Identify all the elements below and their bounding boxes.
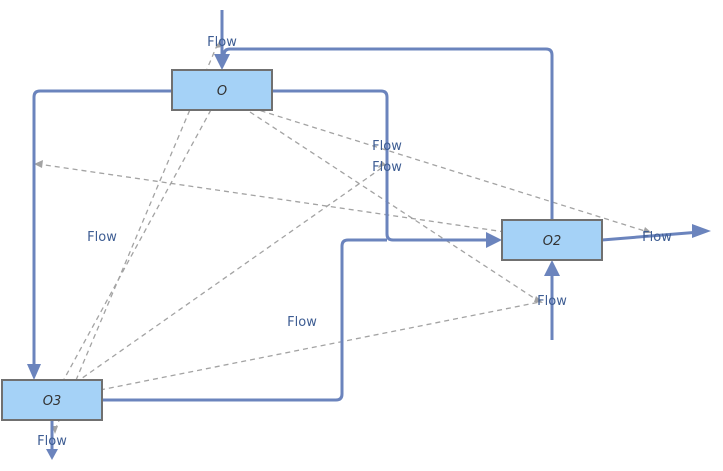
edge-o-to-o3 [32,89,172,370]
dashed-line-o-to-o2-inflow [249,111,541,303]
arrowhead-top-inflow [214,54,230,70]
node-o[interactable]: O [171,69,273,111]
arrowhead-o-to-o3 [27,364,41,380]
dashed-line-o3-to-o2-inflow [99,301,541,391]
dashed-arrowhead-o2-inflow [534,296,543,303]
node-o-label: O [217,84,227,99]
flow-label-upper-dashed-a: Flow [372,139,402,154]
dashed-connectors [34,39,652,434]
flow-label-left: Flow [87,230,117,245]
flow-label-o2-inflow: Flow [537,294,567,309]
edge-o2-outflow [601,230,701,242]
node-o3-label: O3 [43,394,62,409]
flow-label-middle: Flow [287,315,317,330]
arrowhead-o-to-o2 [486,232,502,248]
node-o2-label: O2 [543,234,562,249]
node-o3[interactable]: O3 [1,379,103,421]
dashed-arrowhead-left [34,160,43,168]
node-o-box[interactable] [171,69,273,111]
arrowhead-o2-inflow [544,260,560,276]
dashed-arrowhead-o2-outflow [643,227,652,233]
edge-o-to-o2 [272,89,492,242]
node-o2[interactable]: O2 [501,219,603,261]
dashed-line-o2-to-left [37,163,506,233]
solid-edges [27,10,711,460]
arrowhead-o2-outflow [692,224,711,238]
dashed-line-o-to-o2-outflow [251,107,649,233]
dashed-line-o3-to-o [61,107,213,384]
dashed-line-o3-to-top-flow [54,42,219,431]
node-o2-box[interactable] [501,219,603,261]
flow-label-o3-outflow: Flow [37,434,67,449]
arrowhead-o3-outflow [46,449,58,460]
dashed-line-o3-to-upper-flow [67,166,384,389]
node-o3-box[interactable] [1,379,103,421]
flow-label-o2-outflow: Flow [642,230,672,245]
edge-o2-to-o [222,47,554,220]
flow-label-upper-dashed-b: Flow [372,160,402,175]
flow-labels: Flow Flow Flow Flow Flow Flow Flow Flow [37,35,672,449]
dashed-arrowhead-upper-flow [378,161,386,168]
edge-o3-to-o2 [102,238,387,402]
flow-label-top-inflow: Flow [207,35,237,50]
